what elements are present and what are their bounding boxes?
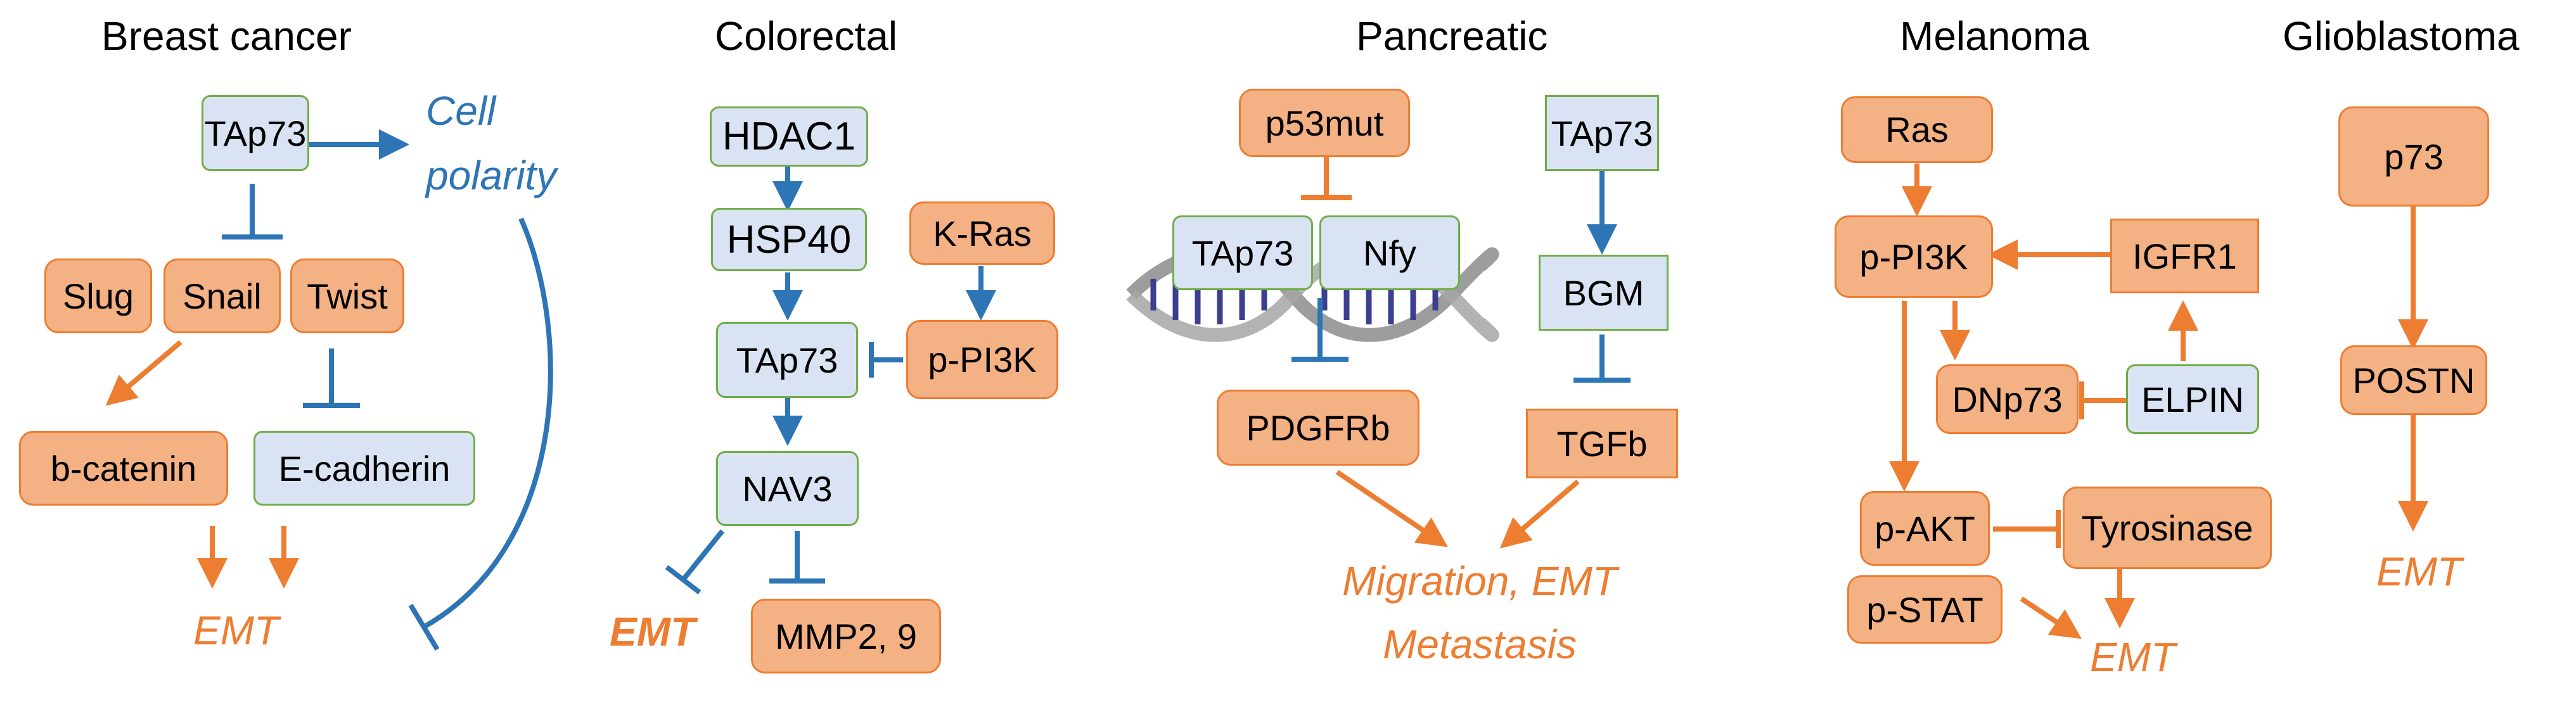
pstat-node: p-STAT	[1847, 575, 2002, 644]
kras-node: K-Ras	[909, 201, 1055, 265]
melanoma-connectors	[1889, 163, 2198, 639]
pancreatic-tap73-right-node: TAp73	[1545, 95, 1659, 171]
cell-polarity-label-line2: polarity	[426, 153, 557, 198]
melanoma-title: Melanoma	[1900, 13, 2089, 59]
pdgfrb-node: PDGFRb	[1217, 390, 1419, 466]
slug-to-b-catenin-arrow	[105, 340, 183, 406]
pakt-node: p-AKT	[1860, 491, 1990, 566]
p73-node: p73	[2338, 106, 2489, 207]
breast-cancer-title: Breast cancer	[101, 13, 352, 59]
breast-connectors	[105, 129, 553, 651]
melanoma-emt-label: EMT	[2090, 634, 2176, 680]
nav3-node: NAV3	[716, 451, 859, 526]
elpin-node: ELPIN	[2126, 364, 2259, 434]
colorectal-emt-label: EMT	[610, 609, 696, 654]
glioblastoma-emt-label: EMT	[2376, 549, 2463, 594]
colorectal-pi3k-node: p-PI3K	[906, 320, 1058, 399]
twist-node: Twist	[290, 258, 404, 333]
p53mut-node: p53mut	[1239, 89, 1410, 157]
nfy-node: Nfy	[1319, 215, 1460, 290]
cell-polarity-inhibits-emt	[422, 217, 553, 630]
pancreatic-title: Pancreatic	[1356, 13, 1548, 59]
glioblastoma-title: Glioblastoma	[2283, 13, 2520, 59]
pdgfrb-to-outcome-arrow	[1335, 469, 1448, 547]
tgfb-node: TGFb	[1526, 409, 1678, 478]
nav3-inhibits-emt	[681, 529, 725, 582]
igfr1-node: IGFR1	[2110, 219, 2259, 293]
bgm-node: BGM	[1539, 255, 1669, 331]
colorectal-tap73-node: TAp73	[716, 322, 858, 398]
pstat-to-emt-arrow	[2020, 596, 2082, 639]
pancreatic-outcome-line2: Metastasis	[1383, 622, 1577, 667]
breast-tap73-node: TAp73	[202, 95, 309, 171]
e-cadherin-node: E-cadherin	[253, 431, 475, 506]
tyrosinase-node: Tyrosinase	[2063, 487, 2272, 569]
slug-node: Slug	[44, 258, 152, 333]
colorectal-title: Colorectal	[715, 13, 898, 59]
colorectal-connectors	[665, 163, 996, 595]
hsp40-node: HSP40	[711, 208, 867, 271]
hdac1-node: HDAC1	[710, 106, 868, 167]
b-catenin-node: b-catenin	[19, 431, 228, 506]
breast-emt-label: EMT	[193, 608, 279, 653]
pancreatic-connectors	[1291, 155, 1631, 549]
ras-node: Ras	[1841, 96, 1993, 163]
cell-polarity-label-line1: Cell	[426, 88, 496, 134]
mmp-node: MMP2, 9	[751, 599, 941, 673]
pancreatic-tap73-left-node: TAp73	[1172, 215, 1313, 290]
pancreatic-outcome-line1: Migration, EMT	[1342, 558, 1617, 604]
snail-node: Snail	[163, 258, 281, 333]
melanoma-pi3k-node: p-PI3K	[1835, 215, 1993, 298]
postn-node: POSTN	[2340, 345, 2487, 415]
tgfb-to-outcome-arrow	[1499, 479, 1580, 549]
dnp73-node: DNp73	[1936, 364, 2079, 434]
